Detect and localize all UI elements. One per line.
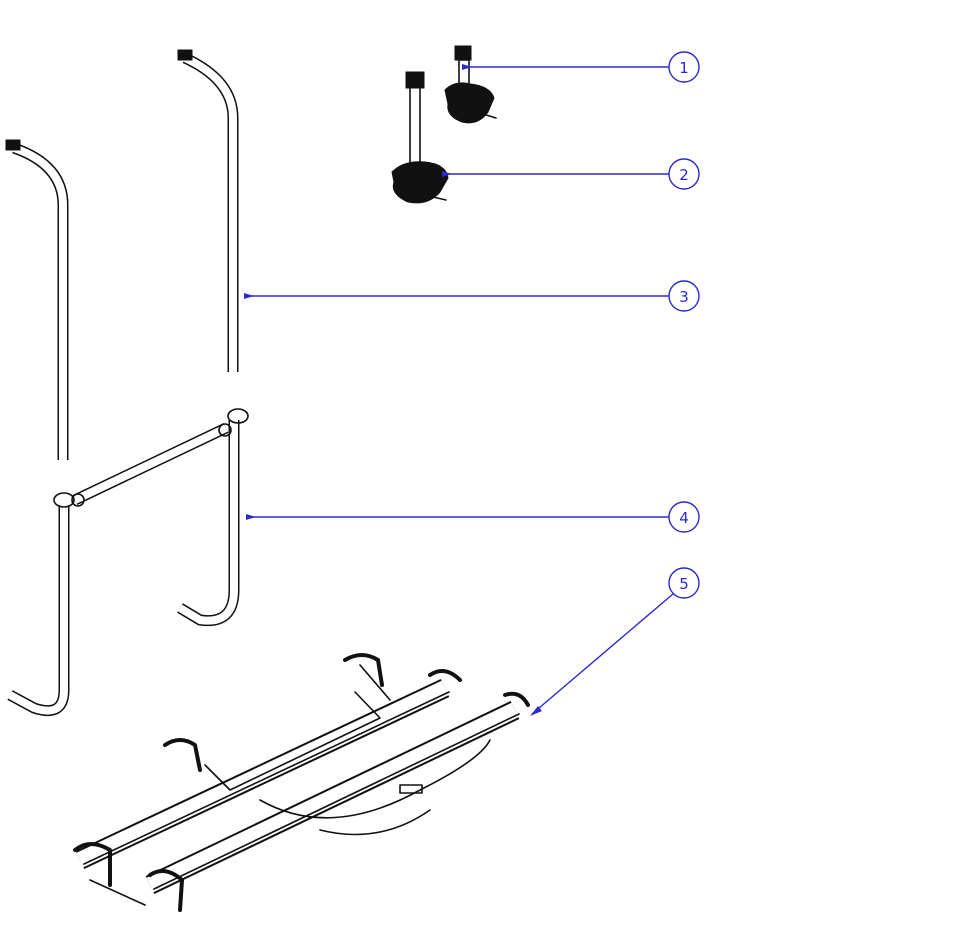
callout-label: 1 [679, 59, 689, 77]
part-5-carrier-rack [73, 653, 530, 912]
callout-5: 5 [530, 567, 700, 716]
callout-3: 3 [244, 280, 700, 312]
part-1-wheel-holder-short [444, 45, 497, 124]
part-4-lower-frame [7, 408, 249, 717]
callout-label: 5 [679, 575, 689, 593]
callout-label: 2 [679, 166, 689, 184]
callout-1: 1 [462, 51, 700, 83]
part-3-upper-tubes [5, 49, 239, 460]
callout-4: 4 [246, 501, 700, 533]
callout-2: 2 [442, 158, 700, 190]
part-2-wheel-holder-long [391, 71, 449, 204]
callout-label: 3 [679, 288, 689, 306]
callout-label: 4 [679, 509, 689, 527]
